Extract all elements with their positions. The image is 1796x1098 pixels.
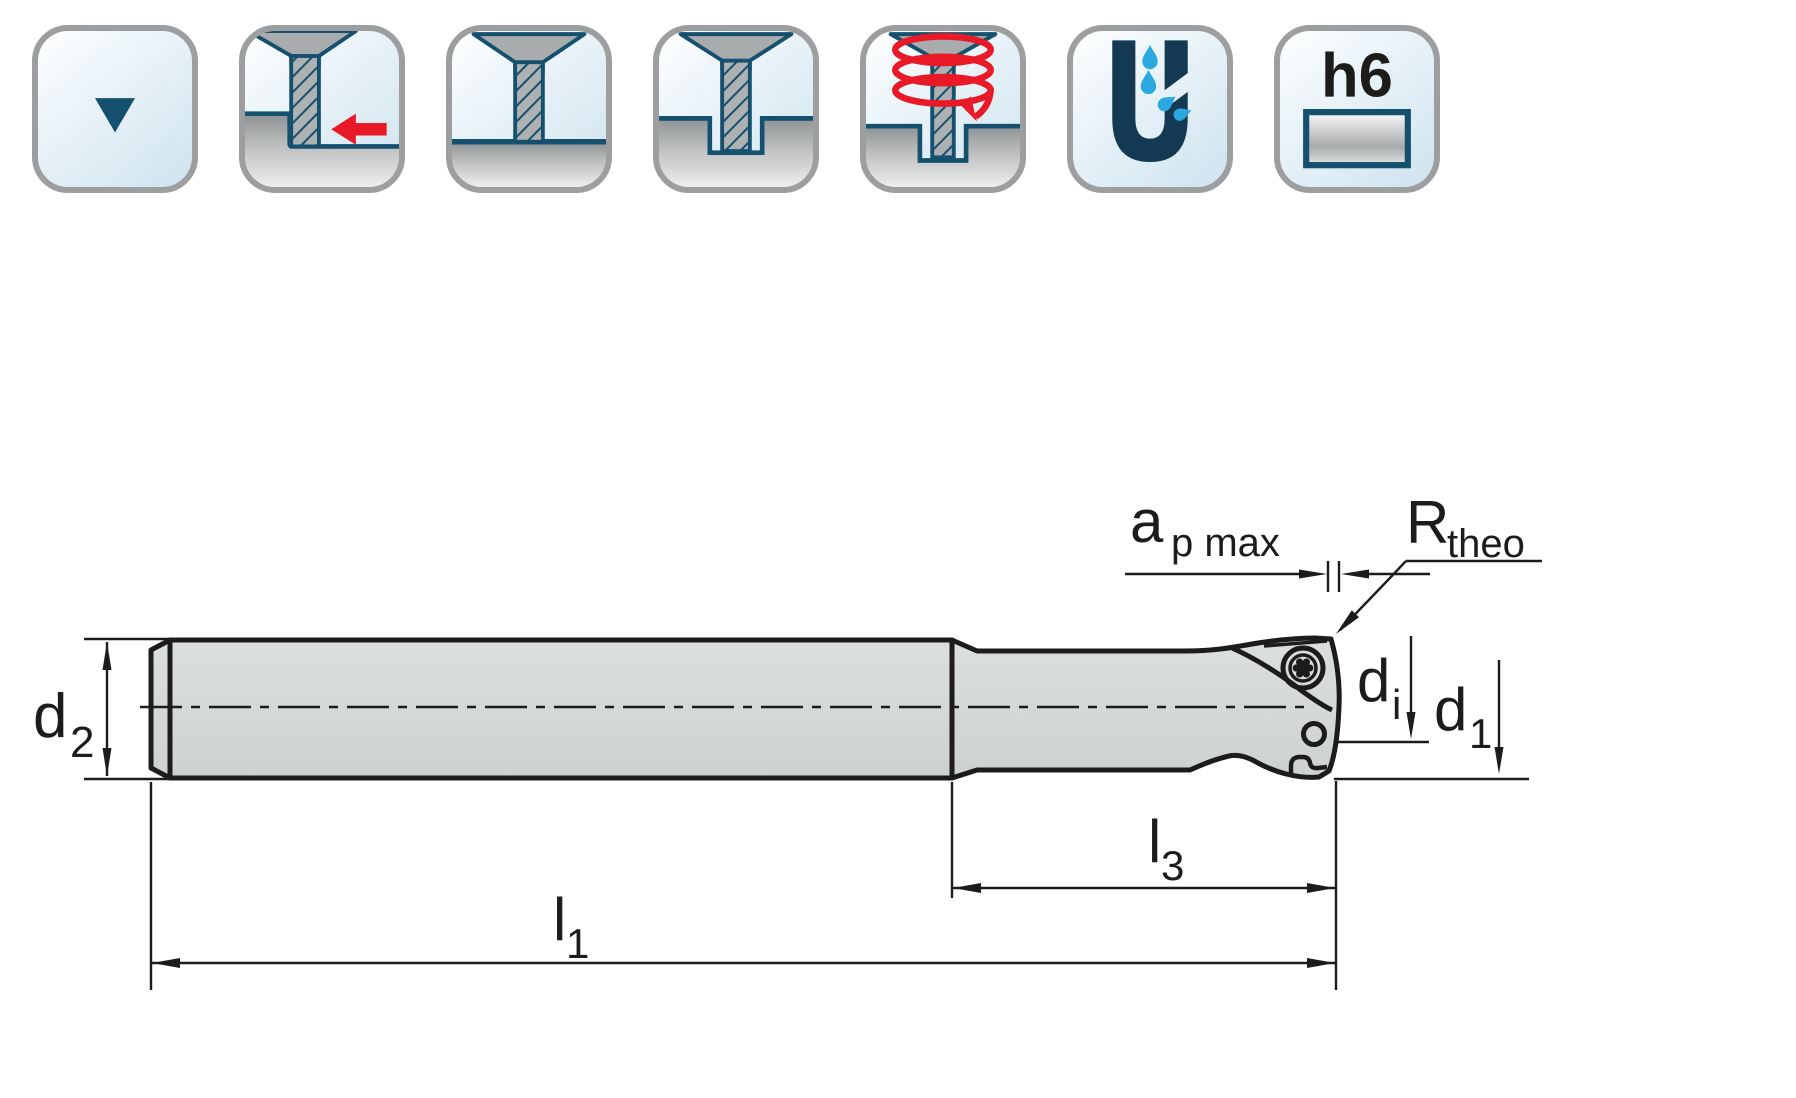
shank-tolerance-capability-icon: h6 — [1274, 25, 1440, 193]
l3-arrow-right — [1307, 883, 1335, 893]
workpiece-shape — [245, 113, 399, 187]
rtheo-arrowhead — [1336, 610, 1359, 634]
l3-arrow-left — [953, 883, 981, 893]
l3-label-main: l — [1148, 808, 1161, 875]
coolant-outlet-hole — [1301, 721, 1327, 747]
apmax-label-sub: p max — [1171, 521, 1280, 565]
down-triangle-icon — [94, 98, 136, 133]
l3-label-sub: 3 — [1161, 842, 1184, 889]
torx-screw-outer — [1280, 645, 1326, 691]
rtheo-leader — [1339, 560, 1407, 631]
helix-arrowhead — [958, 96, 977, 122]
dim-l1 — [149, 781, 1338, 990]
d1-arrow-down — [1494, 747, 1504, 774]
dim-l3 — [950, 782, 1336, 898]
torx-screw-inner-ring — [1288, 653, 1318, 683]
di-label-sub: i — [1392, 681, 1401, 728]
d2-arrow-down — [102, 748, 112, 776]
rtheo-label-sub: theo — [1447, 522, 1525, 566]
dim-d2 — [84, 637, 178, 781]
l1-label-sub: 1 — [566, 920, 589, 967]
dimension-labels: a p max R theo d 2 d i d 1 l 3 l 1 — [33, 488, 1525, 967]
l1-arrow-left — [152, 958, 180, 968]
dim-r-theo — [1336, 559, 1542, 634]
l1-label-main: l — [553, 886, 566, 953]
shoulder-milling-icon — [245, 31, 399, 187]
workpiece-shape — [866, 126, 1020, 187]
rtheo-label-main: R — [1406, 489, 1449, 556]
cutter-head-details — [1231, 639, 1334, 776]
internal-coolant-capability-icon — [1067, 25, 1233, 193]
torx-star-icon — [1292, 658, 1314, 678]
tool-shank-hatched — [720, 58, 752, 154]
internal-coolant-icon — [1112, 40, 1192, 163]
d1-label-main: d — [1434, 676, 1467, 743]
plunge-icon — [94, 98, 136, 133]
plunge-capability-icon — [32, 25, 198, 193]
shank-end-cap — [148, 637, 173, 781]
lower-insert-pocket — [1288, 754, 1328, 776]
apmax-arrow-right — [1299, 569, 1327, 579]
d1-label-sub: 1 — [1469, 710, 1492, 757]
insert-pocket-line — [1231, 645, 1334, 713]
dim-d1 — [1334, 660, 1529, 781]
dim-di — [1334, 636, 1429, 744]
face-milling-icon — [452, 32, 606, 187]
coolant-channel-arm — [1164, 40, 1188, 91]
di-arrow-down — [1406, 712, 1416, 739]
tool-shank-hatched — [513, 60, 545, 144]
tool-shank-hatched — [289, 54, 321, 149]
dim-ap-max — [1125, 561, 1430, 592]
shank-tolerance-h6-icon: h6 — [1303, 41, 1411, 169]
coolant-channel-body — [1112, 40, 1188, 163]
pocket-outline — [866, 123, 1020, 163]
helical-interpolation-capability-icon — [860, 25, 1026, 193]
insert-top-edge — [1263, 639, 1328, 648]
red-left-arrow-icon — [331, 113, 387, 145]
helical-interpolation-icon — [866, 32, 1020, 187]
l1-arrow-right — [1307, 958, 1335, 968]
shank-body — [167, 637, 955, 781]
d2-label-main: d — [33, 682, 67, 751]
apmax-label-main: a — [1130, 488, 1164, 555]
d2-label-sub: 2 — [70, 718, 94, 767]
slot-milling-capability-icon — [653, 25, 819, 193]
apmax-arrow-left — [1341, 569, 1369, 579]
red-helix-icon — [892, 33, 994, 120]
workpiece-shape — [452, 141, 606, 187]
face-milling-capability-icon — [446, 25, 612, 193]
cylindrical-shank-symbol — [1303, 108, 1411, 169]
coolant-drops-icon — [1140, 45, 1192, 121]
di-label-main: d — [1357, 647, 1390, 714]
h6-label: h6 — [1321, 41, 1393, 110]
slot-milling-icon — [659, 32, 813, 187]
shoulder-milling-capability-icon — [239, 25, 405, 193]
d2-arrow-up — [102, 642, 112, 670]
